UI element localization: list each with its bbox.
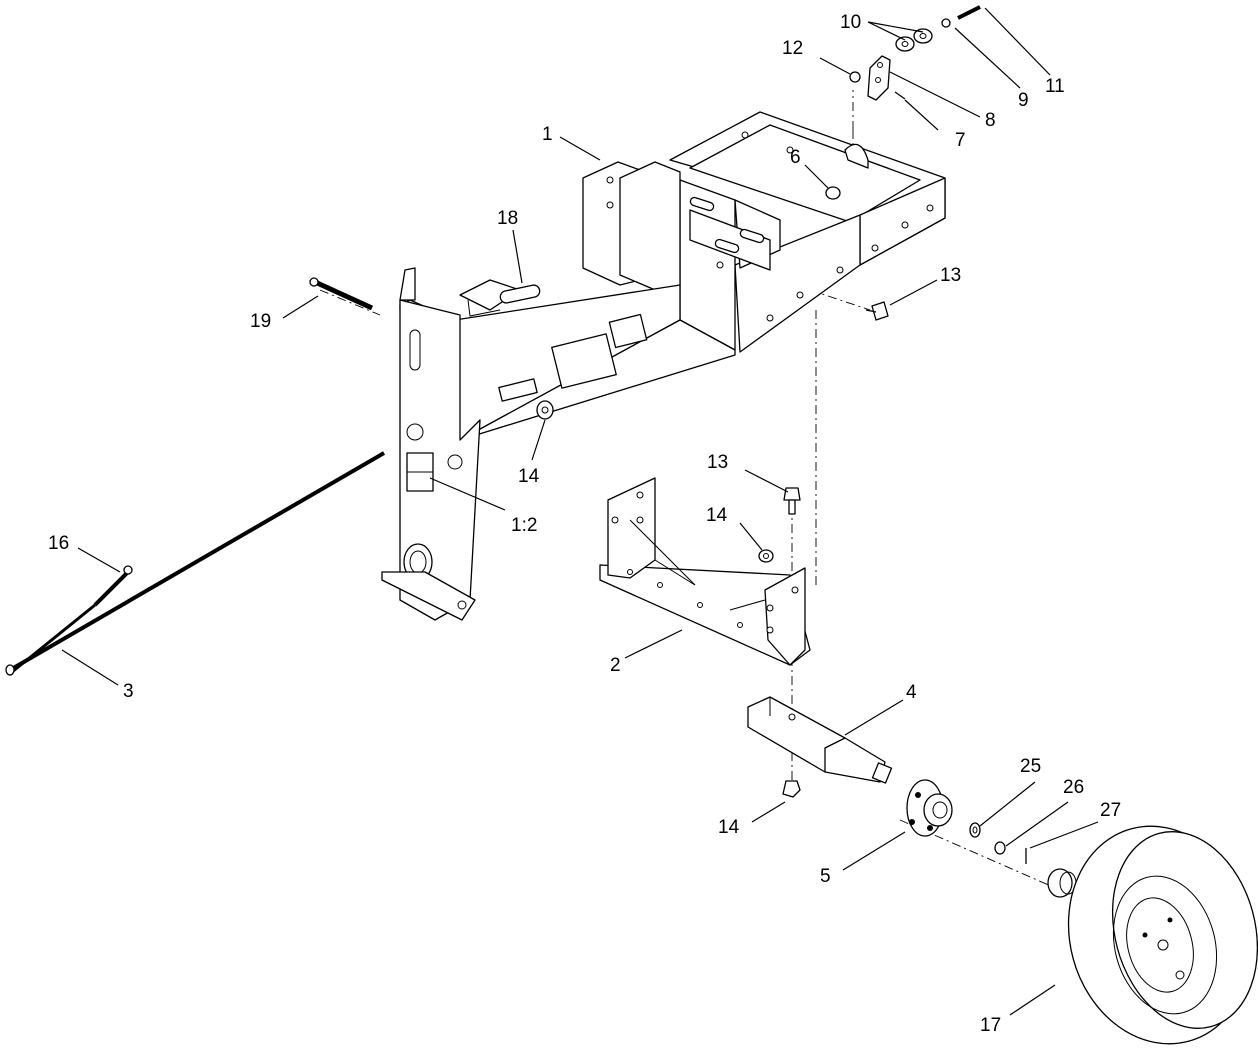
callout-17: 17 bbox=[980, 1015, 1001, 1036]
tow-bar bbox=[5, 451, 386, 676]
dust-cap bbox=[1047, 868, 1077, 898]
callout-labels: 1 1:2 2 3 4 5 6 7 8 9 10 11 12 13 13 14 … bbox=[48, 12, 1121, 1036]
callout-19: 19 bbox=[250, 311, 271, 332]
callout-1-2: 1:2 bbox=[511, 515, 537, 536]
callout-3: 3 bbox=[123, 681, 134, 702]
callout-11: 11 bbox=[1045, 76, 1065, 97]
callout-25: 25 bbox=[1020, 756, 1041, 777]
callout-16: 16 bbox=[48, 533, 69, 554]
callout-12: 12 bbox=[782, 38, 803, 59]
callout-14-upper: 14 bbox=[518, 466, 540, 487]
lock-pin-part bbox=[459, 279, 541, 317]
nut-14-lower bbox=[782, 780, 801, 798]
callout-2: 2 bbox=[610, 655, 621, 676]
axle bbox=[747, 696, 893, 784]
callout-18: 18 bbox=[497, 208, 518, 229]
callout-8: 8 bbox=[985, 110, 996, 131]
bolt-13-vertical bbox=[783, 487, 801, 515]
bolt-19 bbox=[309, 277, 374, 311]
callout-4: 4 bbox=[906, 682, 917, 703]
callout-14-lower: 14 bbox=[718, 817, 740, 838]
leader-lines bbox=[61, 7, 1099, 1016]
callout-14-middle: 14 bbox=[706, 505, 728, 526]
callout-10: 10 bbox=[840, 12, 861, 33]
callout-5: 5 bbox=[820, 866, 831, 887]
hardware-top bbox=[825, 5, 981, 200]
axle-bracket bbox=[599, 477, 811, 666]
callout-1: 1 bbox=[542, 124, 553, 145]
callout-26: 26 bbox=[1063, 777, 1084, 798]
washer-25 bbox=[969, 822, 981, 838]
hub bbox=[906, 779, 953, 837]
main-frame bbox=[381, 111, 946, 621]
bolt-13-horizontal bbox=[865, 301, 889, 321]
castle-nut-26 bbox=[994, 841, 1006, 855]
nut-14-middle bbox=[758, 549, 774, 563]
callout-6: 6 bbox=[790, 147, 801, 168]
wheel bbox=[1067, 825, 1258, 1045]
callout-9: 9 bbox=[1018, 90, 1029, 111]
nut-14-upper bbox=[536, 400, 554, 420]
callout-13-middle: 13 bbox=[707, 452, 728, 473]
callout-13-upper: 13 bbox=[940, 265, 961, 286]
callout-7: 7 bbox=[955, 130, 966, 151]
callout-27: 27 bbox=[1100, 800, 1121, 821]
